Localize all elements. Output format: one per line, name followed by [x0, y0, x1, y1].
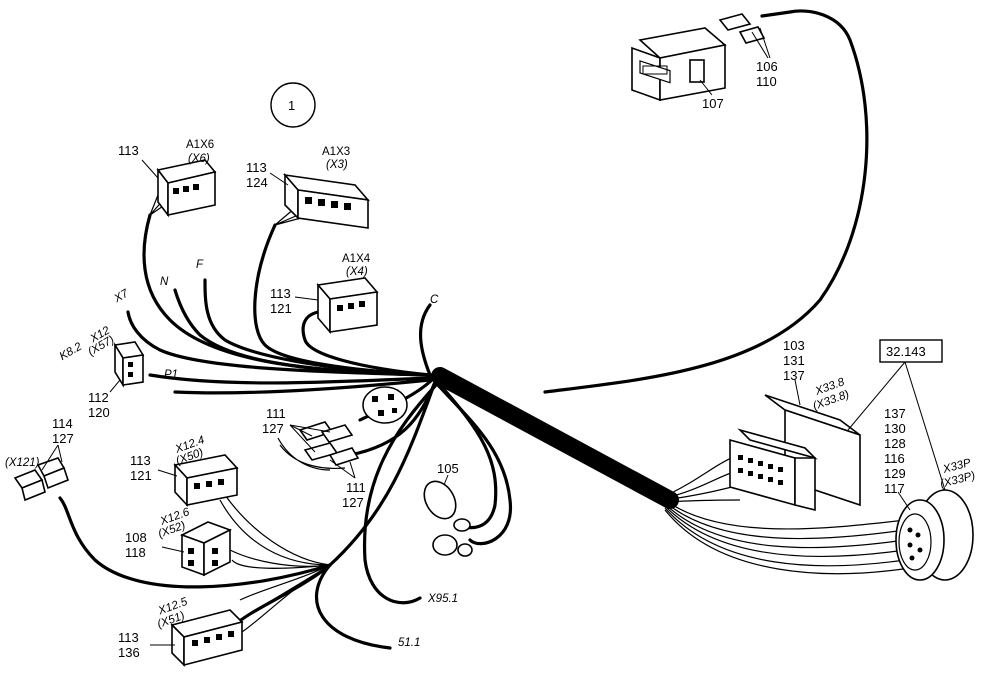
label-x51-part-1: 113: [118, 630, 139, 645]
label-x52-part-2: 118: [125, 545, 146, 560]
label-a1x6-part: 113: [118, 143, 139, 158]
label-x33-8-part-1: 103: [783, 338, 805, 353]
label-a1x4-part-2: 121: [270, 301, 292, 316]
reference-box: 32.143: [847, 339, 946, 491]
label-x57-k82: K8.2: [58, 340, 85, 363]
harness-wires: [58, 9, 911, 650]
label-x33-8-part-3: 137: [783, 368, 805, 383]
hour-counter: 107 106 110: [631, 13, 778, 111]
label-relay-part-3: 111: [346, 480, 366, 495]
label-a1x6-designation: A1X6: [186, 139, 214, 151]
wire-label-51-1: 51.1: [398, 637, 420, 649]
relays: 111 127 111 127: [262, 386, 408, 510]
connector-a1x3: 113 124 A1X3 (X3): [246, 146, 371, 229]
x33-8-pins: [738, 455, 783, 485]
label-x33p-part-4: 116: [884, 451, 905, 466]
wire-label-x7: X7: [111, 287, 131, 305]
label-x121-designation: (X121): [5, 457, 40, 469]
connector-x33-8: 103 131 137 X33.8 (X33.8): [729, 338, 861, 512]
label-a1x3-part-1: 113: [246, 160, 267, 175]
label-a1x4-alt: (X4): [346, 266, 368, 278]
view-number-marker: 1: [270, 82, 316, 128]
wire-label-c: C: [430, 294, 439, 306]
label-x33p-part-5: 129: [884, 466, 906, 481]
label-x57-part-1: 112: [88, 390, 109, 405]
wire-label-n: N: [160, 276, 169, 288]
view-number: 1: [288, 98, 295, 113]
label-a1x4-part-1: 113: [270, 286, 291, 301]
label-plug-part-2: 110: [756, 74, 777, 89]
label-x121-part-1: 114: [52, 416, 73, 431]
wire-labels: X7 N F C P1 X95.1 51.1: [111, 259, 458, 649]
connector-x121: (X121) 114 127: [5, 416, 74, 502]
label-a1x3-designation: A1X3: [322, 146, 350, 158]
label-x52-part-1: 108: [125, 530, 147, 545]
connector-x52: 108 118 X12.6 (X52): [125, 506, 233, 577]
label-relay-part-2: 127: [262, 421, 284, 436]
label-x33p-part-6: 117: [884, 481, 905, 496]
counter-display: [642, 65, 668, 75]
connector-a1x6: 113 A1X6 (X6): [118, 139, 217, 218]
label-x33p-part-2: 130: [884, 421, 906, 436]
label-x51-part-2: 136: [118, 645, 140, 660]
label-a1x4-designation: A1X4: [342, 253, 371, 265]
connector-x50: 113 121 X12.4 (X50): [130, 434, 239, 508]
label-a1x6-alt: (X6): [188, 153, 210, 165]
wire-label-f: F: [196, 259, 204, 271]
label-x33-8-part-2: 131: [783, 353, 805, 368]
label-x50-part-2: 121: [130, 468, 152, 483]
label-x50-part-1: 113: [130, 453, 151, 468]
label-plug-part-1: 106: [756, 59, 778, 74]
connector-x33p: 137 130 128 116 129 117 X33P (X33P): [884, 406, 977, 581]
label-relay-part-1: 111: [266, 406, 286, 421]
reference-box-label: 32.143: [886, 344, 926, 359]
label-x121-part-2: 127: [52, 431, 74, 446]
label-a1x3-alt: (X3): [326, 159, 348, 171]
wire-label-p1: P1: [164, 369, 178, 381]
label-counter-part: 107: [702, 96, 724, 111]
label-diode-part: 105: [437, 461, 459, 476]
wire-label-x95-1: X95.1: [427, 593, 458, 605]
connector-a1x4: 113 121 A1X4 (X4): [270, 253, 379, 335]
label-x33p-part-3: 128: [884, 436, 906, 451]
label-relay-part-4: 127: [342, 495, 364, 510]
connector-x57: K8.2 X12 (X57) 112 120: [58, 324, 145, 420]
connector-x51: 113 136 X12.5 (X51): [118, 596, 244, 667]
label-a1x3-part-2: 124: [246, 175, 268, 190]
label-x57-part-2: 120: [88, 405, 110, 420]
label-x33p-part-1: 137: [884, 406, 906, 421]
diodes: 105: [423, 461, 473, 557]
